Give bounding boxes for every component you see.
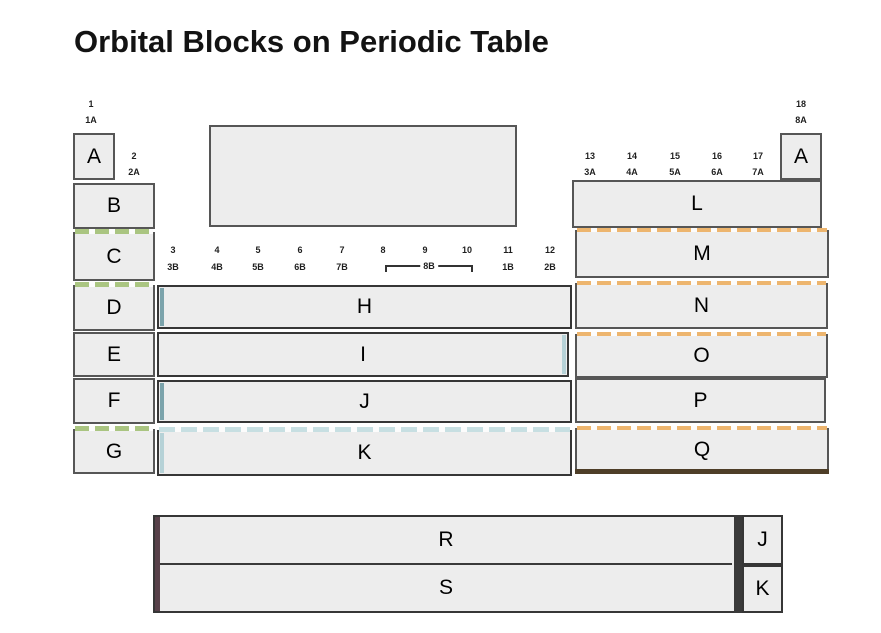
block-label: Q [693, 438, 711, 461]
block-label: J [359, 389, 370, 413]
block-l[interactable]: L [572, 180, 822, 228]
block-label: B [106, 194, 121, 217]
group-letter-8A: 8A [795, 115, 807, 125]
group-letter-2B: 2B [544, 262, 556, 272]
green-top-accent-line [75, 229, 153, 234]
group-number-7: 7 [339, 245, 345, 255]
group-number-5: 5 [255, 245, 261, 255]
block-label: G [105, 439, 123, 463]
brown-bottom-accent-line [575, 469, 829, 474]
block-label: K [357, 441, 372, 464]
block-label: A [793, 144, 808, 168]
block-j[interactable]: J [157, 380, 572, 423]
block-h[interactable]: H [157, 285, 572, 329]
group-number-15: 15 [669, 151, 681, 161]
group-letter-2A: 2A [128, 167, 140, 177]
group-letter-1A: 1A [85, 115, 97, 125]
block-label: P [693, 388, 708, 412]
block-q[interactable]: Q [575, 426, 829, 474]
block-label: N [693, 294, 710, 317]
group-number-2: 2 [131, 151, 137, 161]
block-p[interactable]: P [575, 378, 826, 423]
teal-left-dark-accent-line [160, 383, 164, 420]
teal-left-light-accent-line [160, 433, 164, 473]
group-letter-7B: 7B [336, 262, 348, 272]
group-number-12: 12 [544, 245, 556, 255]
block-m[interactable]: M [575, 228, 829, 278]
group-letter-3A: 3A [584, 167, 596, 177]
block-label: F [107, 389, 121, 412]
block-n[interactable]: N [575, 281, 828, 329]
green-top-accent-line [75, 282, 153, 287]
block-label: A [86, 144, 101, 168]
block-label: C [106, 244, 122, 268]
group-letter-1B: 1B [502, 262, 514, 272]
group-number-18: 18 [795, 99, 807, 109]
bracket-label: 8B [420, 261, 438, 271]
block-label: E [106, 342, 121, 366]
block-b[interactable]: B [73, 183, 155, 229]
group-letter-6A: 6A [711, 167, 723, 177]
block-k-bottom[interactable]: K [742, 565, 783, 613]
teal-right-light-accent-line [562, 335, 566, 374]
group-number-9: 9 [422, 245, 428, 255]
block-r[interactable]: R [160, 517, 732, 565]
group-number-6: 6 [297, 245, 303, 255]
block-c[interactable]: C [73, 229, 155, 281]
teal-left-dark-accent-line [160, 288, 164, 326]
group-number-4: 4 [214, 245, 220, 255]
legend-box [209, 125, 517, 227]
block-k[interactable]: K [157, 427, 572, 476]
group-number-13: 13 [584, 151, 596, 161]
group-number-14: 14 [626, 151, 638, 161]
group-number-16: 16 [711, 151, 723, 161]
group-8b-bracket: 8B [385, 261, 473, 272]
group-letter-4B: 4B [211, 262, 223, 272]
block-label: O [693, 344, 710, 367]
block-label: D [106, 296, 122, 319]
green-top-accent-line [75, 426, 153, 431]
group-number-11: 11 [503, 245, 513, 255]
group-letter-4A: 4A [626, 167, 638, 177]
block-label: I [360, 342, 366, 366]
orange-top-accent-line [577, 332, 826, 336]
group-letter-5B: 5B [252, 262, 264, 272]
group-number-8: 8 [380, 245, 386, 255]
group-number-10: 10 [461, 245, 473, 255]
block-d[interactable]: D [73, 282, 155, 331]
page-title: Orbital Blocks on Periodic Table [74, 24, 549, 59]
block-a-right[interactable]: A [780, 133, 822, 180]
block-g[interactable]: G [73, 426, 155, 474]
group-letter-5A: 5A [669, 167, 681, 177]
orange-top-accent-line [577, 281, 826, 285]
block-label: M [693, 242, 711, 265]
block-a-left[interactable]: A [73, 133, 115, 180]
block-f[interactable]: F [73, 378, 155, 424]
group-letter-6B: 6B [294, 262, 306, 272]
block-label: R [438, 528, 454, 551]
block-o[interactable]: O [575, 332, 828, 378]
group-letter-7A: 7A [752, 167, 764, 177]
block-label: S [438, 576, 453, 599]
block-label: L [691, 192, 703, 215]
block-label: K [755, 577, 770, 600]
bottom-separator-bar [734, 515, 742, 613]
block-e[interactable]: E [73, 332, 155, 377]
blue-top-accent-line [159, 427, 570, 432]
block-j-bottom[interactable]: J [742, 515, 783, 565]
group-number-1: 1 [88, 99, 94, 109]
block-label: H [356, 295, 373, 318]
block-i[interactable]: I [157, 332, 569, 377]
group-number-17: 17 [752, 151, 764, 161]
group-letter-3B: 3B [167, 262, 179, 272]
block-label: J [757, 528, 768, 551]
group-number-3: 3 [170, 245, 176, 255]
orange-top-accent-line [577, 228, 827, 232]
orange-top-accent-line [577, 426, 827, 430]
block-s[interactable]: S [160, 565, 732, 611]
